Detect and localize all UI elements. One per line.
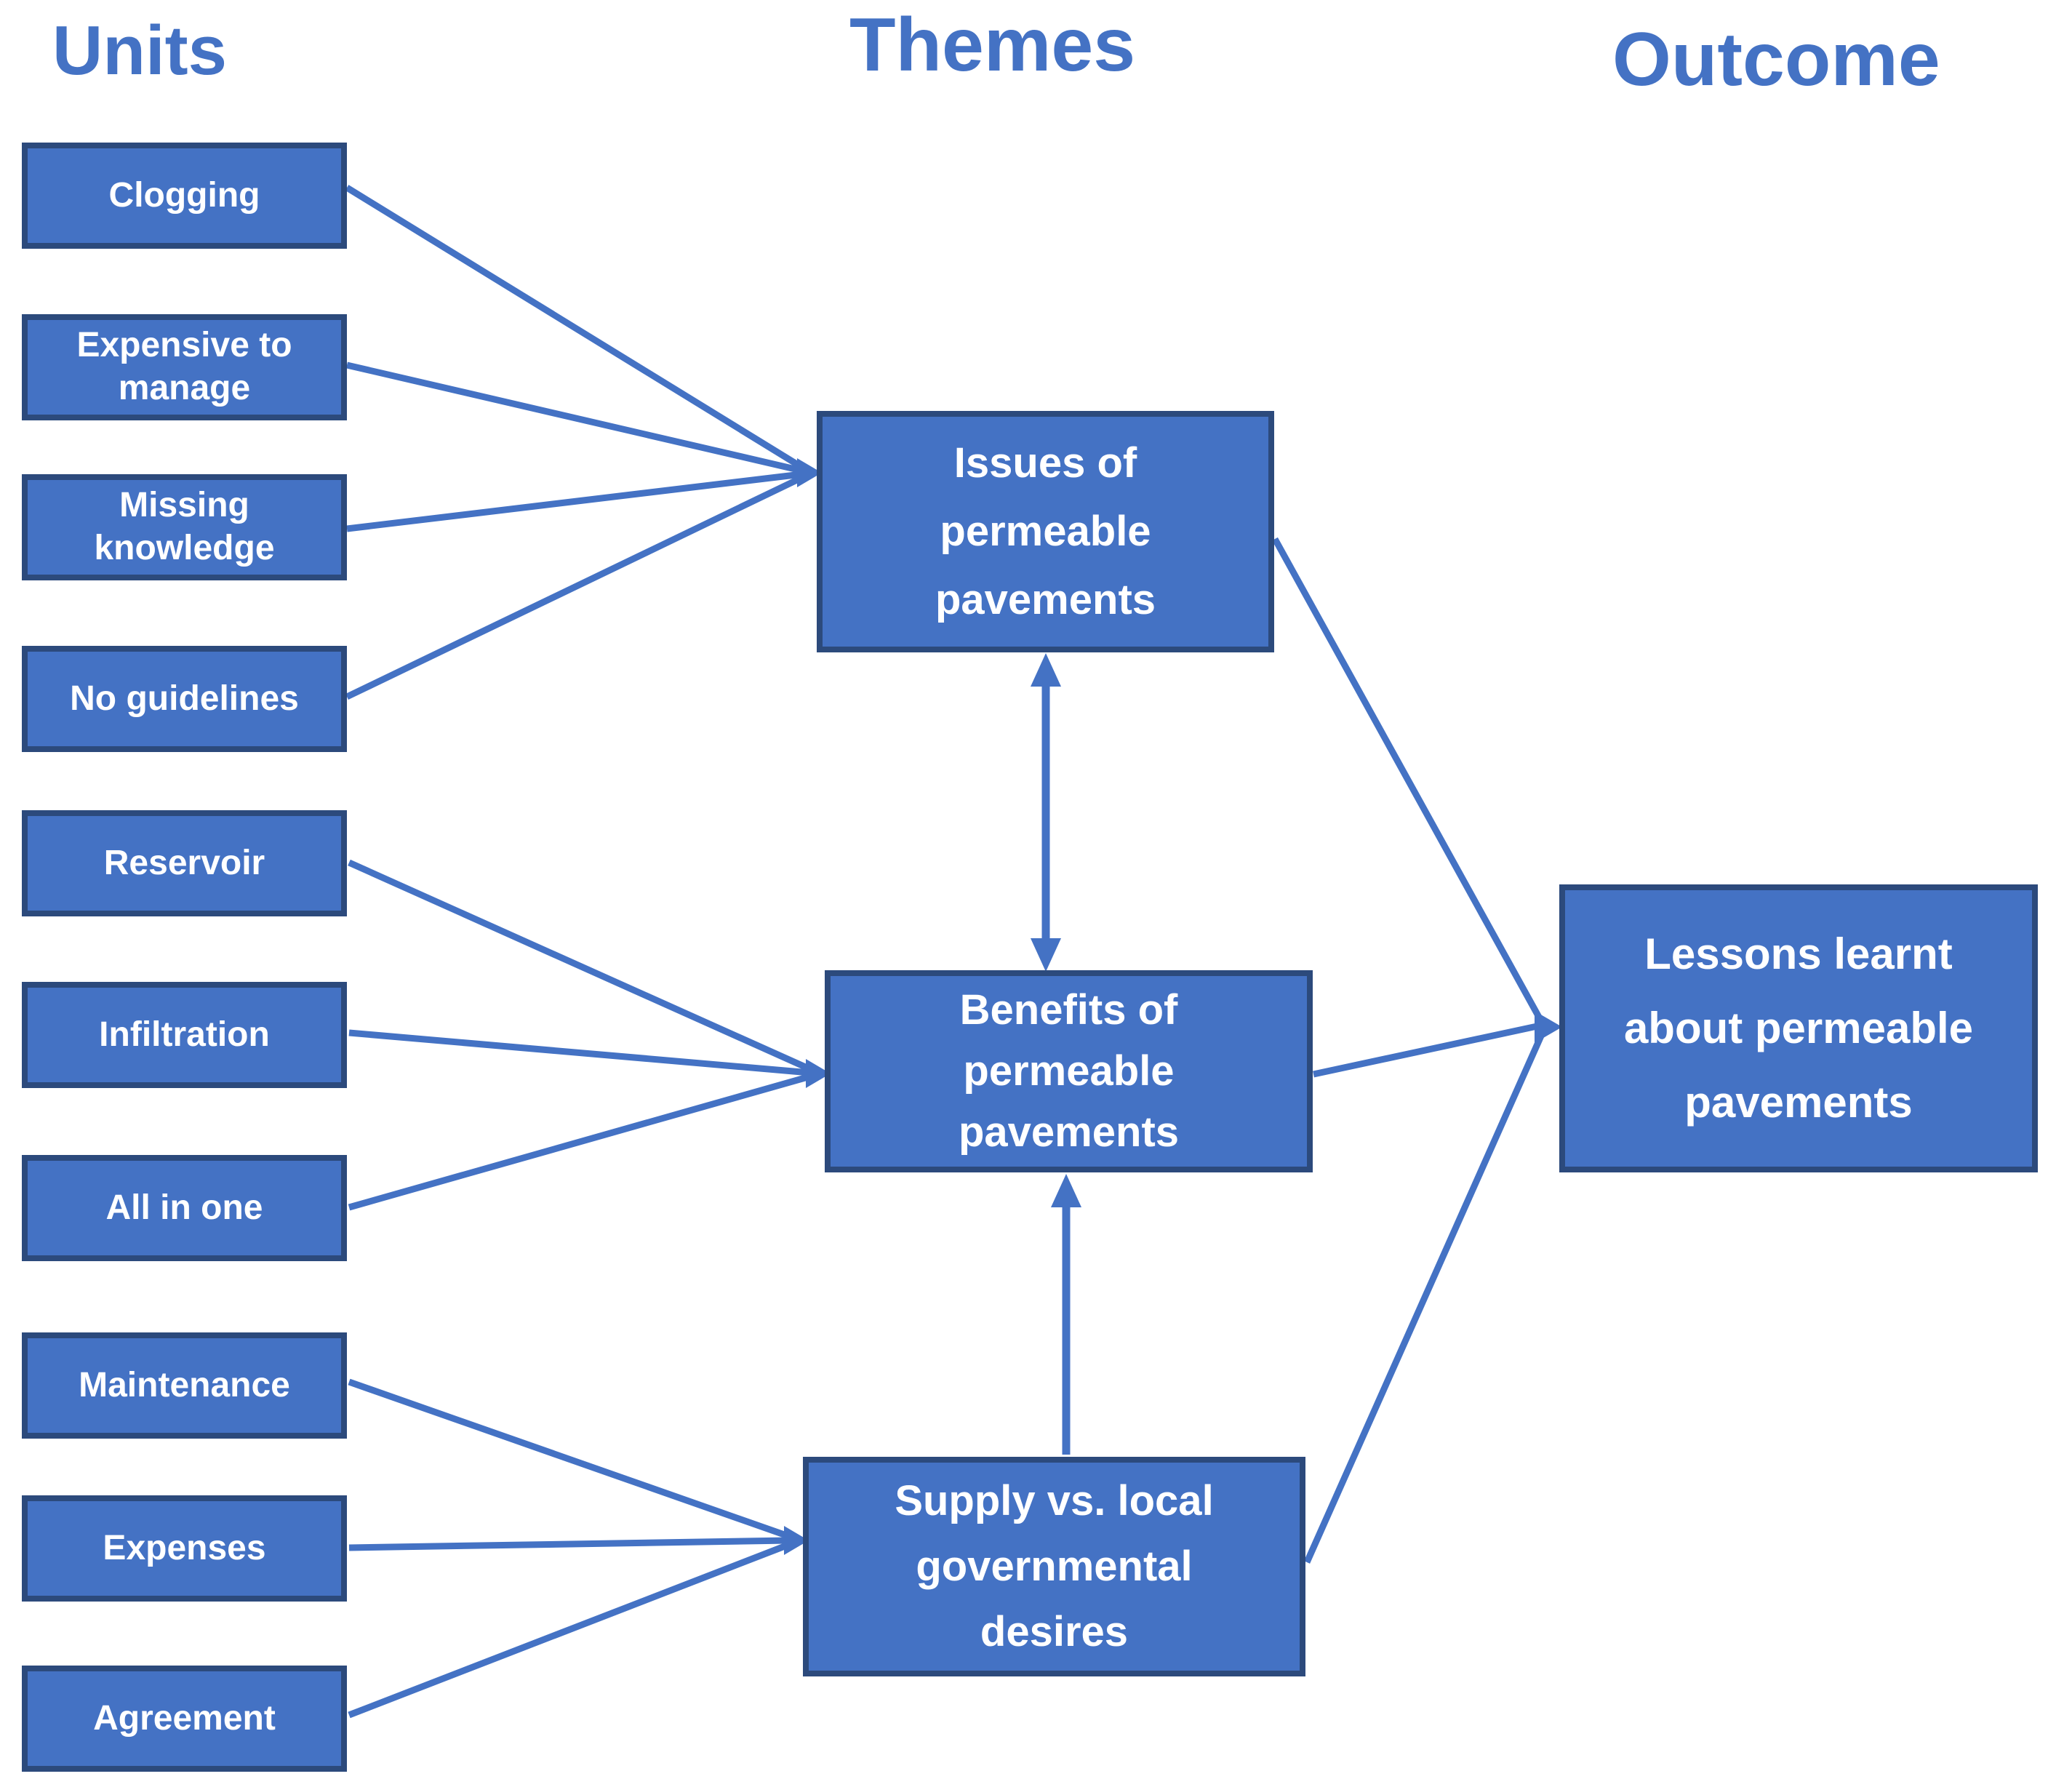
- connector-maintenance-to-supply: [348, 1378, 790, 1540]
- theme-box-supply: Supply vs. local governmental desires: [803, 1457, 1305, 1676]
- unit-box-all-in-one: All in one: [22, 1155, 347, 1261]
- unit-box-expensive-to-manage: Expensive to manage: [22, 314, 347, 420]
- connector-missing-knowledge-to-issues: [346, 471, 802, 532]
- unit-box-no-guidelines: No guidelines: [22, 646, 347, 752]
- connector-infiltration-to-benefits: [348, 1029, 811, 1076]
- unit-box-agreement: Agreement: [22, 1666, 347, 1772]
- connector-expensive-to-issues: [345, 361, 803, 474]
- connector-all-in-one-to-benefits: [348, 1073, 812, 1211]
- connector-clogging-to-issues: [345, 185, 804, 470]
- unit-box-infiltration: Infiltration: [22, 982, 347, 1088]
- unit-box-expenses: Expenses: [22, 1495, 347, 1602]
- column-header-outcome: Outcome: [1612, 17, 1940, 102]
- outcome-box-lessons-learnt: Lessons learnt about permeable pavements: [1559, 884, 2038, 1172]
- connector-agreement-to-supply: [348, 1541, 790, 1719]
- connector-issues-to-lessons: [1272, 537, 1543, 1022]
- connector-supply-to-lessons: [1303, 1033, 1545, 1564]
- arrowhead-up-into-issues-icon: [1031, 653, 1061, 687]
- column-header-units: Units: [52, 12, 227, 89]
- unit-box-clogging: Clogging: [22, 143, 347, 249]
- arrowhead-up-into-benefits-icon: [1051, 1174, 1081, 1207]
- arrowhead-down-into-benefits-icon: [1031, 938, 1061, 972]
- column-header-themes: Themes: [849, 3, 1136, 87]
- theme-box-benefits: Benefits of permeable pavements: [825, 970, 1313, 1172]
- connector-no-guidelines-to-issues: [345, 474, 803, 700]
- connector-reservoir-to-benefits: [348, 859, 812, 1073]
- arrowhead-into-lessons-icon: [1535, 1011, 1562, 1043]
- unit-box-reservoir: Reservoir: [22, 810, 347, 916]
- unit-box-missing-knowledge: Missing knowledge: [22, 474, 347, 580]
- connector-benefits-to-lessons: [1313, 1022, 1541, 1078]
- unit-box-maintenance: Maintenance: [22, 1332, 347, 1439]
- connector-expenses-to-supply: [348, 1537, 789, 1551]
- theme-box-issues: Issues of permeable pavements: [817, 411, 1274, 652]
